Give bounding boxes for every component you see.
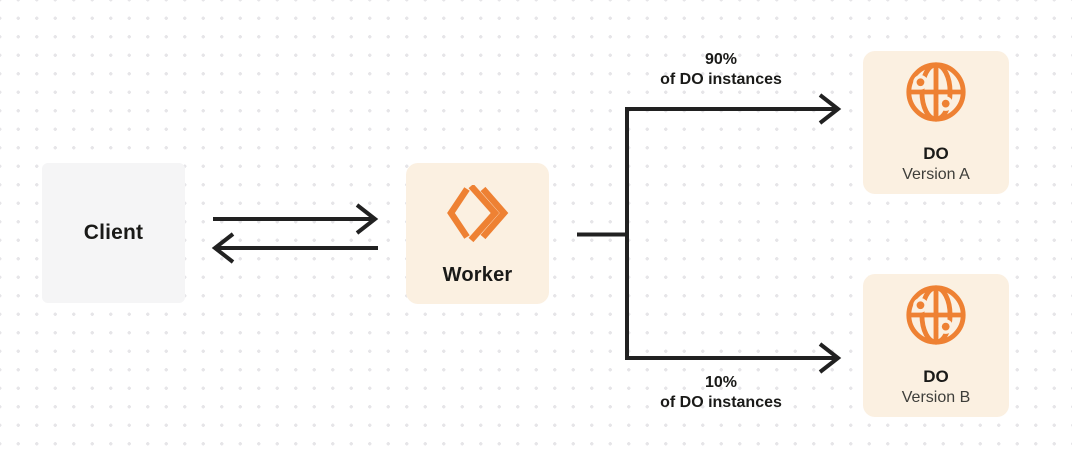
worker-label: Worker [442, 264, 513, 286]
split-top-percent: 90% [704, 51, 738, 68]
arrow-to-do-b-head [818, 342, 842, 374]
do-b-title: DO [923, 367, 949, 386]
client-node: Client [42, 163, 185, 303]
split-bottom-label: 10% of DO instances [601, 373, 841, 413]
split-top-branch-line [577, 107, 836, 237]
split-bottom-percent: 10% [704, 374, 738, 391]
do-b-subtitle: Version B [901, 389, 971, 406]
globe-icon [906, 62, 966, 122]
arrow-client-to-worker-head [355, 203, 379, 235]
split-top-caption: of DO instances [660, 71, 782, 88]
do-a-title: DO [923, 144, 949, 163]
arrow-to-do-a-head [818, 93, 842, 125]
do-a-subtitle: Version A [902, 166, 970, 183]
split-bottom-branch-line [625, 230, 836, 360]
do-version-a-node: DO Version A [863, 51, 1009, 194]
split-top-label: 90% of DO instances [601, 50, 841, 90]
do-version-b-node: DO Version B [863, 274, 1009, 417]
worker-node: Worker [406, 163, 549, 304]
split-bottom-caption: of DO instances [660, 394, 782, 411]
globe-icon [906, 285, 966, 345]
arrow-worker-to-client-head [211, 232, 235, 264]
client-label: Client [83, 221, 144, 244]
code-chevrons-icon [446, 185, 508, 243]
